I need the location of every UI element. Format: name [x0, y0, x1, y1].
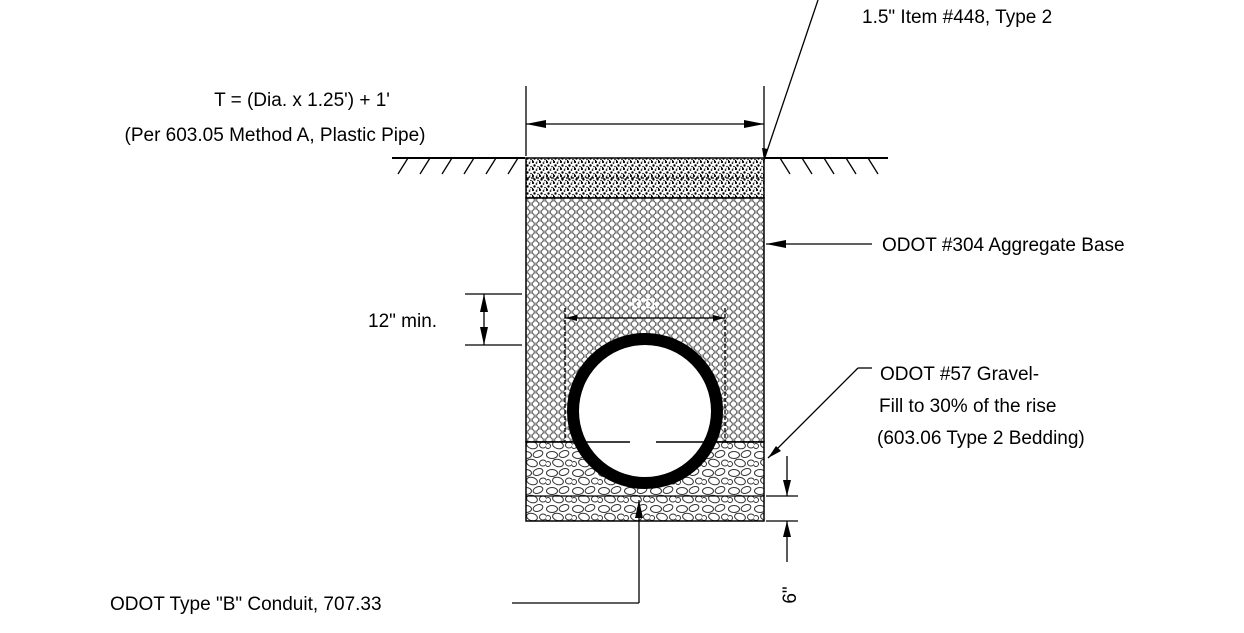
gravel-label-line1: ODOT #57 Gravel-	[880, 364, 1039, 385]
od-label: O.D.	[632, 296, 659, 311]
cover-dimension	[465, 293, 522, 346]
od-dimension	[564, 308, 726, 442]
conduit-pipe	[567, 333, 723, 489]
trench-formula-label: T = (Dia. x 1.25') + 1'	[214, 90, 390, 111]
bedding-depth-dimension	[766, 456, 798, 562]
ground-surface	[392, 157, 888, 175]
surface-leader	[763, 0, 819, 161]
trench-width-dimension	[525, 86, 765, 156]
bedding-depth-label: 6"	[780, 586, 801, 603]
aggregate-base-label: ODOT #304 Aggregate Base	[882, 235, 1125, 256]
cover-min-label: 12" min.	[368, 311, 437, 332]
trench-method-label: (Per 603.05 Method A, Plastic Pipe)	[125, 125, 426, 146]
gravel-label-line2: Fill to 30% of the rise	[879, 396, 1056, 417]
gravel-label-line3: (603.06 Type 2 Bedding)	[877, 428, 1085, 449]
conduit-label: ODOT Type "B" Conduit, 707.33	[110, 594, 382, 615]
surface-spec-label: 1.5" Item #448, Type 2	[862, 7, 1052, 28]
